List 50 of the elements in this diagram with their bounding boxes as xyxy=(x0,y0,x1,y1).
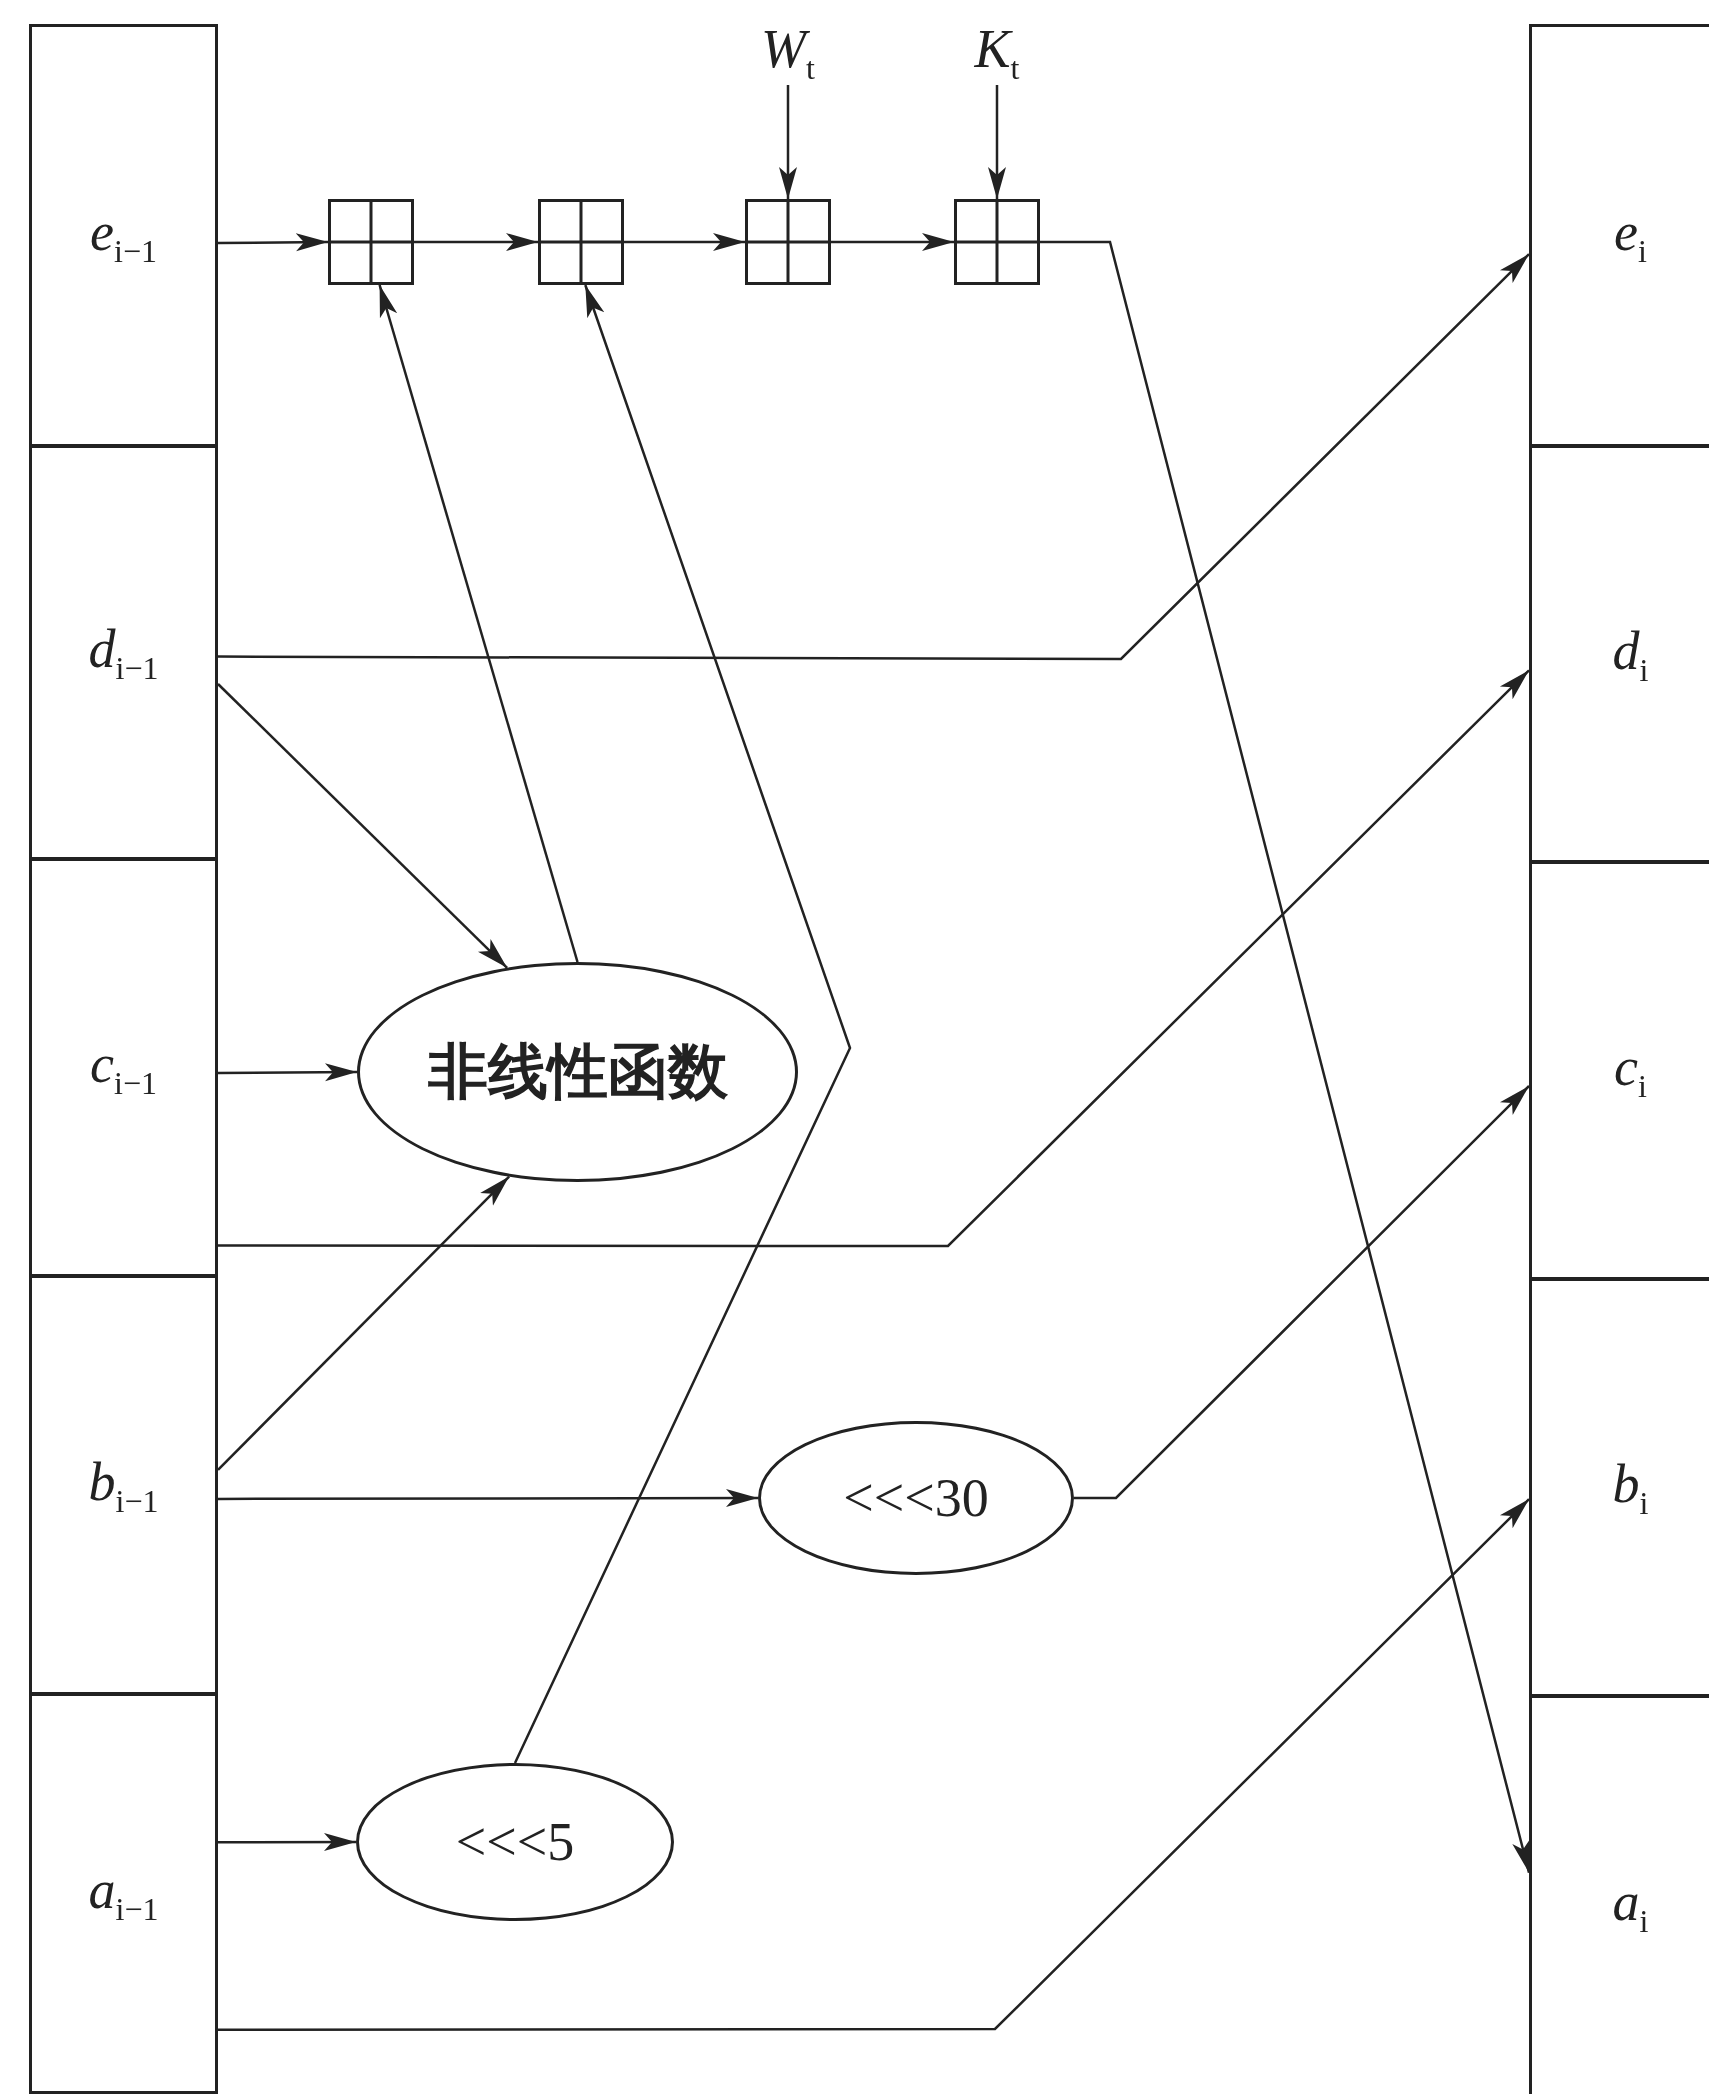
arrow xyxy=(218,253,1530,661)
function-ellipse xyxy=(356,1763,674,1921)
arrow xyxy=(779,85,797,199)
register-label: b$_{i}$ xyxy=(1612,1453,1649,1522)
arrow xyxy=(378,284,579,963)
arrow xyxy=(218,233,328,252)
function-label: <<<30 xyxy=(843,1467,989,1529)
adder-box xyxy=(328,199,414,285)
arrow xyxy=(218,1833,356,1852)
register-label: d$_{i−1}$ xyxy=(88,618,159,687)
input-label: W$_{t}$ xyxy=(748,20,828,85)
register-cell xyxy=(29,1693,218,2094)
adder-box xyxy=(745,199,831,285)
arrow xyxy=(1040,240,1531,1873)
adder-box xyxy=(538,199,624,285)
arrow xyxy=(988,85,1006,199)
function-label: <<<5 xyxy=(455,1811,575,1873)
arrow xyxy=(218,669,1530,1248)
register-label: d$_{i}$ xyxy=(1612,619,1649,689)
input-label: K$_{t}$ xyxy=(957,20,1037,85)
adder-box xyxy=(954,199,1040,285)
register-label: b$_{i−1}$ xyxy=(88,1450,159,1520)
arrow xyxy=(414,233,538,251)
register-cell xyxy=(1529,1695,1709,2094)
register-cell xyxy=(1529,24,1709,447)
register-cell xyxy=(29,1275,218,1695)
register-label: e$_{i−1}$ xyxy=(90,201,157,270)
register-cell xyxy=(1529,861,1709,1280)
register-cell xyxy=(1529,1278,1709,1697)
arrow xyxy=(218,1489,758,1508)
register-cell xyxy=(29,858,218,1277)
function-ellipse xyxy=(357,962,798,1182)
arrow xyxy=(513,284,852,1764)
arrow xyxy=(218,1063,357,1082)
arrow xyxy=(624,233,745,251)
arrow xyxy=(217,683,508,969)
register-label: a$_{i}$ xyxy=(1612,1870,1649,1940)
register-label: e$_{i}$ xyxy=(1614,201,1647,270)
arrow xyxy=(218,1498,1530,2032)
register-label: c$_{i−1}$ xyxy=(90,1033,157,1102)
register-label: a$_{i−1}$ xyxy=(88,1859,159,1928)
arrow xyxy=(217,1175,510,1471)
function-ellipse xyxy=(758,1421,1074,1575)
register-cell xyxy=(29,445,218,860)
register-label: c$_{i}$ xyxy=(1614,1036,1647,1105)
arrow xyxy=(831,233,954,251)
register-cell xyxy=(1529,445,1709,863)
function-label: 非线性函数 xyxy=(427,1034,728,1108)
register-cell xyxy=(29,24,218,447)
arrow xyxy=(1074,1085,1530,1500)
